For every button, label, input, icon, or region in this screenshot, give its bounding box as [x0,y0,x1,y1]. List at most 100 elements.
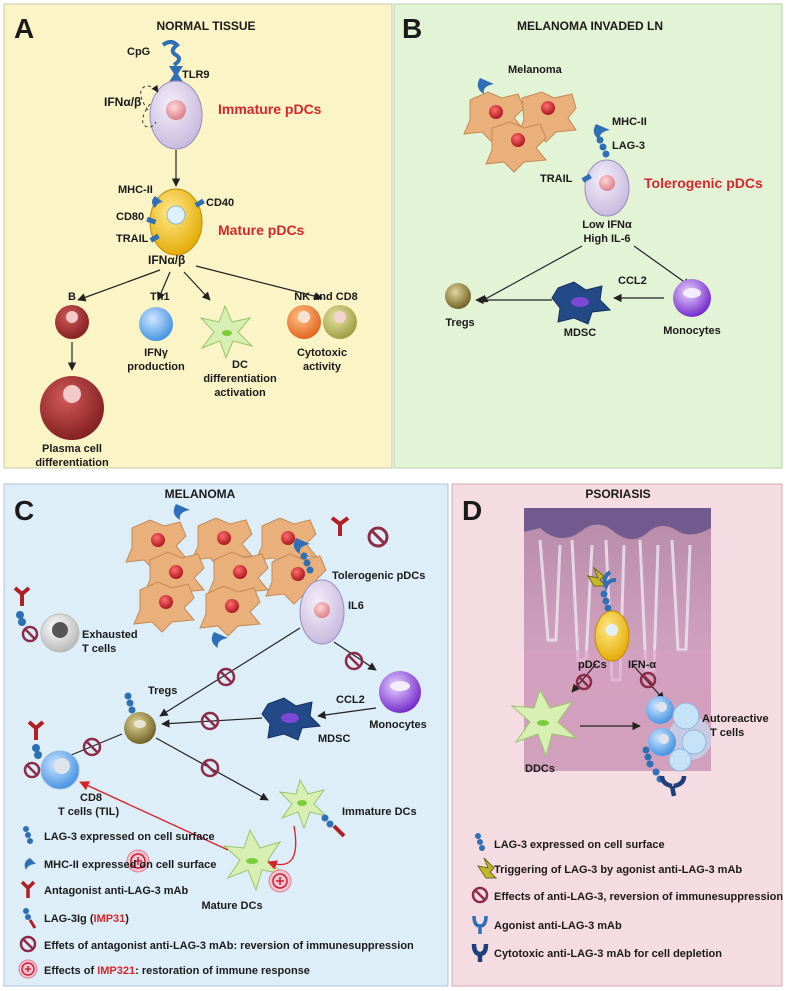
arrow-pdc-to-monocytes [633,245,691,287]
mhc2-label-a: MHC-II [118,184,153,196]
monocyte-nucleus-c [390,681,410,691]
ifn-ab-label: IFNα/β [104,95,141,109]
panel-c-title: MELANOMA [165,487,236,501]
il6-label-c: IL6 [348,600,364,612]
exhausted-label-1: Exhausted [82,629,138,641]
panel-b: B MELANOMA INVADED LN Melanoma MHC-II LA… [393,3,783,469]
melanoma-cluster-b [463,91,577,173]
mature-dcs-label-c: Mature DCs [201,900,262,912]
mhc2-icon-melanoma [477,78,494,94]
inhibition-symbol-c5 [82,737,102,757]
ccl2-label-b: CCL2 [618,275,647,287]
monocytes-label-c: Monocytes [369,719,426,731]
inhibition-symbol-c2 [216,667,236,687]
tolerogenic-pdcs-label-c: Tolerogenic pDCs [332,570,425,582]
tolerogenic-pdcs-label-b: Tolerogenic pDCs [644,175,763,191]
inhibition-legend-icon-d [471,886,489,904]
panel-d: D PSORIASIS pDCs IFN-α DDCs [451,483,783,987]
cd40-label: CD40 [206,197,234,209]
ddc-nucleus-d [537,720,549,726]
arrow-monocyte-to-mdsc-c [317,707,377,720]
legend-c-item-3: Antagonist anti-LAG-3 mAb [44,885,188,897]
plasma-cell-nucleus [63,385,81,403]
ccl2-label-c: CCL2 [336,694,365,706]
lag3-legend-icon-c [27,838,33,844]
melanoma-label-b: Melanoma [508,64,563,76]
legend-c-item-5: Effets of antagonist anti-LAG-3 mAb: rev… [44,940,414,952]
dc-activation-label: activation [214,387,266,399]
exhausted-t-cell-nucleus [52,622,68,638]
arrow-to-nk-cd8 [195,265,323,301]
arrow-to-th1 [157,271,171,301]
mhc2-icon-melanoma-c [173,504,190,520]
mdsc-label-c: MDSC [318,733,350,745]
red-arrow-mature-to-cd8 [79,781,229,851]
cd8-label-1: CD8 [80,792,102,804]
lag3ig-legend-icon-c [28,919,37,929]
inhibition-symbol-c6 [200,758,220,778]
panel-a-title: NORMAL TISSUE [156,19,255,33]
trail-receptor-icon [149,233,160,243]
antagonist-mab-icon-c [330,516,350,536]
mature-dc-nucleus-c [246,858,258,864]
mhc2-icon-c-lower [211,632,228,648]
legend-d-item-1: LAG-3 expressed on cell surface [494,839,665,851]
arrow-pdc-to-t-cells [631,663,665,701]
plasma-cell [40,376,104,440]
inhibition-symbol-cd8 [23,761,41,779]
inhibition-line-tregs-cd8 [63,733,123,759]
inhibition-symbol-c3 [344,651,364,671]
antagonist-legend-icon-c [20,880,36,898]
legend-c: LAG-3 expressed on cell surface MHC-II e… [18,826,414,979]
trail-icon-b [581,173,592,183]
nk-cell-nucleus [298,311,310,323]
nk-cd8-label: NK and CD8 [294,291,358,303]
ifn-ab-label-2: IFNα/β [148,253,185,267]
arrow-mdsc-to-tregs-c [161,717,263,728]
tregs-label-b: Tregs [445,317,474,329]
lag3-label-b: LAG-3 [612,140,645,152]
b-cell-nucleus [66,311,78,323]
legend-c-item-2: MHC-II expressed on cell surface [44,859,216,871]
arrow-pdc-to-tregs [479,245,583,303]
cytotoxic-activity-label: activity [303,361,342,373]
monocyte-nucleus-b [683,288,701,298]
panel-letter-d: D [462,495,482,526]
pdcs-label-d: pDCs [578,659,607,671]
high-il6-label: High IL-6 [583,233,630,245]
mhc2-legend-icon-c [24,858,36,870]
autoreactive-label-1: Autoreactive [702,713,769,725]
legend-d-item-3: Effects of anti-LAG-3, reversion of immu… [494,891,783,903]
inhibition-symbol-c1 [367,526,389,548]
legend-c-item-1: LAG-3 expressed on cell surface [44,831,215,843]
agonist-legend-icon-d [472,915,488,934]
arrow-pdc-to-monocytes-c [333,641,377,671]
autocrine-loop-arrow [140,84,159,111]
ifng-label: IFNγ [144,347,169,359]
agonist-mab-icon-d [602,570,617,592]
trail-label-b: TRAIL [540,173,573,185]
tolerogenic-pdc-nucleus-c [314,602,330,618]
red-arrow-immature-to-mature [267,825,297,870]
mdsc-nucleus-b [571,297,589,307]
cpg-label: CpG [127,46,150,58]
ddcs-label-d: DDCs [525,763,555,775]
panel-letter-a: A [14,13,34,44]
triggering-legend-icon-d [476,857,498,879]
low-ifna-label: Low IFNα [582,219,632,231]
monocytes-label-b: Monocytes [663,325,720,337]
cd8-t-cell-nucleus-c [54,758,70,774]
pdc-nucleus-d [606,624,618,636]
antagonist-mab-icon-exhausted [13,586,31,606]
treg-cell-b [445,283,471,309]
mature-pdcs-label: Mature pDCs [218,222,305,238]
antagonist-mab-icon-cd8 [27,720,45,740]
autocrine-loop-arrow-lower [142,103,157,128]
tolerogenic-pdc-nucleus-b [599,175,615,191]
panel-c: C MELANOMA Tolerogenic pDCs IL6 [3,483,449,987]
mhc2-icon-b [593,124,610,140]
arrow-pdc-to-tregs-c [159,627,301,717]
legend-c-item-4: LAG-3Ig (IMP31) [44,913,129,925]
mature-pdc-nucleus [166,205,186,225]
legend-d-item-5: Cytotoxic anti-LAG-3 mAb for cell deplet… [494,948,722,960]
